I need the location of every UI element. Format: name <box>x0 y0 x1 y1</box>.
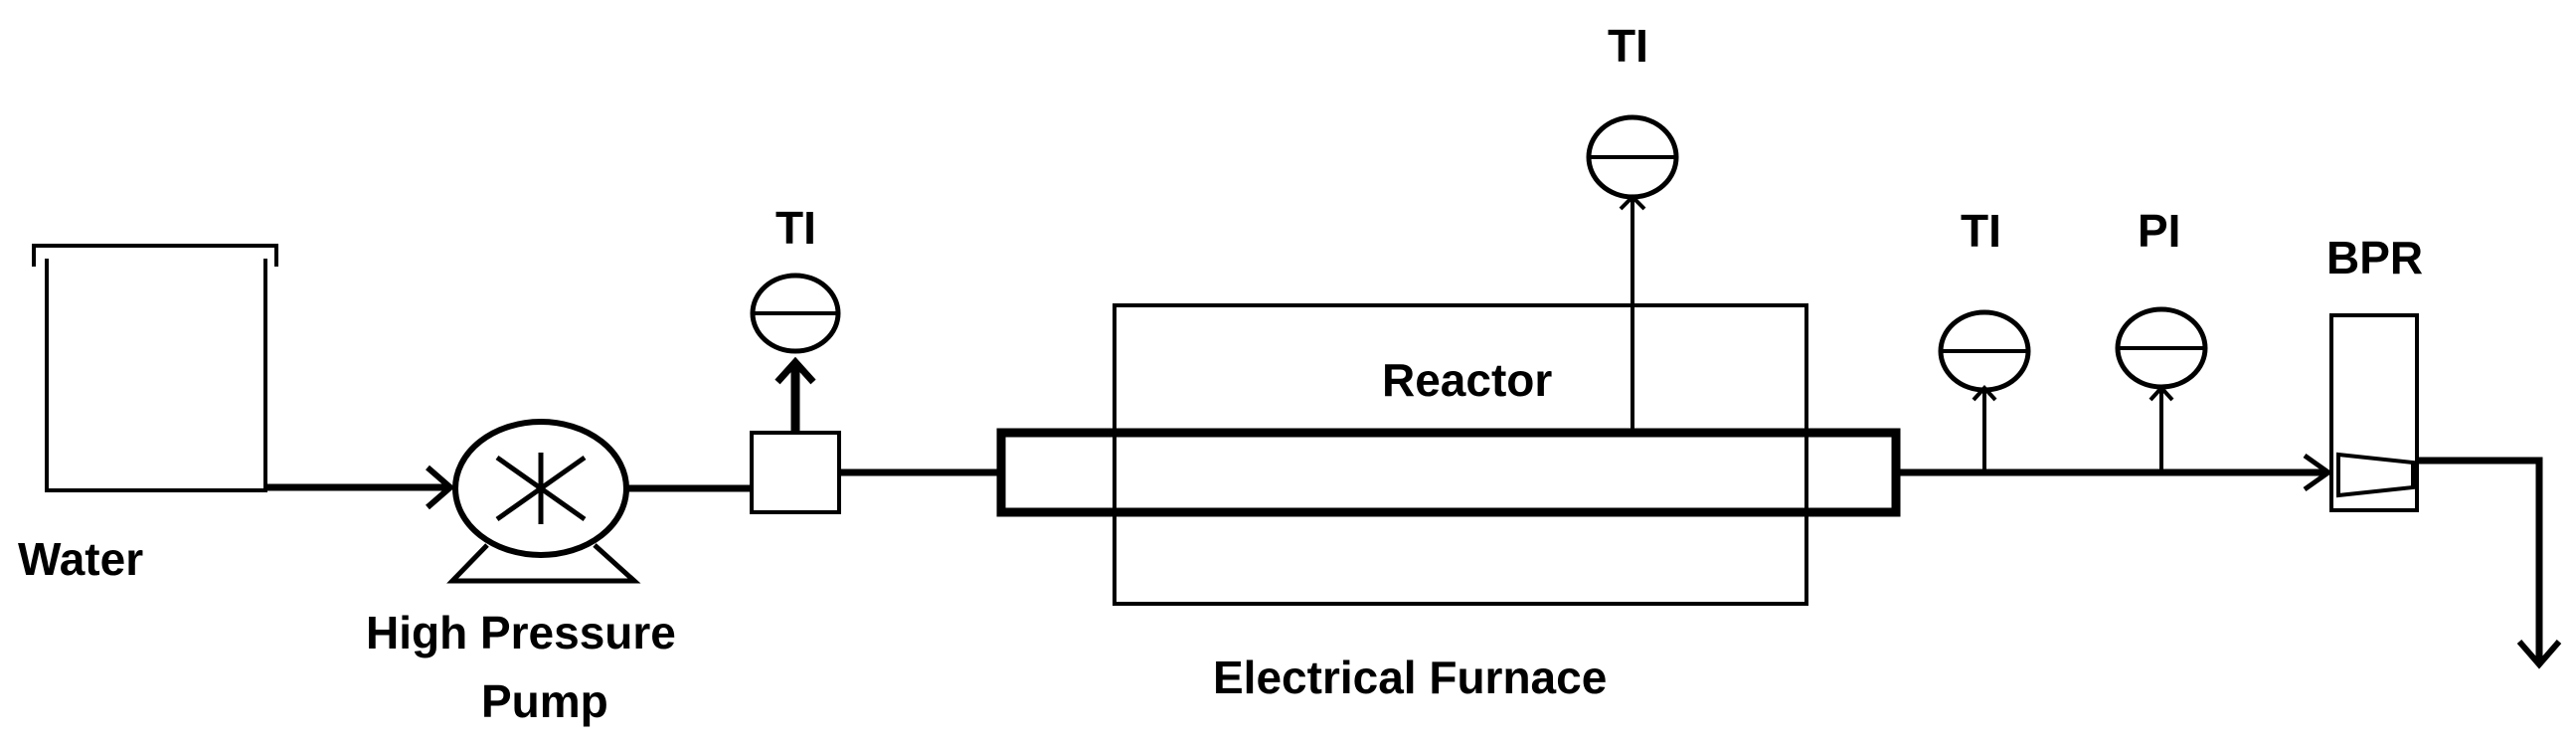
water-tank <box>32 244 278 492</box>
reactor-tube <box>996 428 1901 517</box>
ti-reactor-gauge <box>1586 114 1679 200</box>
ti-reactor-thermocouple <box>1619 194 1646 433</box>
pump-label-line1: High Pressure <box>366 607 676 658</box>
pump-label-line2: Pump <box>481 675 608 727</box>
ti-inlet-gauge <box>750 273 841 354</box>
ti-inlet-label: TI <box>775 202 816 254</box>
water-label: Water <box>18 533 143 585</box>
pipe-reactor-to-bpr <box>1896 453 2333 492</box>
pipe-bpr-outlet <box>2417 457 2562 669</box>
reactor-label: Reactor <box>1382 354 1552 406</box>
ti-outlet-gauge <box>1938 309 2031 472</box>
pi-outlet-label: PI <box>2138 205 2180 257</box>
electrical-furnace <box>1113 303 1808 606</box>
back-pressure-regulator <box>2329 313 2419 512</box>
pipe-tank-to-pump <box>265 465 455 510</box>
pi-outlet-gauge <box>2115 306 2208 472</box>
furnace-label: Electrical Furnace <box>1213 652 1607 703</box>
tee-junction <box>750 356 841 514</box>
ti-outlet-label: TI <box>1961 205 2001 257</box>
ti-reactor-label: TI <box>1608 20 1648 72</box>
bpr-label: BPR <box>2326 232 2423 283</box>
high-pressure-pump <box>446 419 641 584</box>
